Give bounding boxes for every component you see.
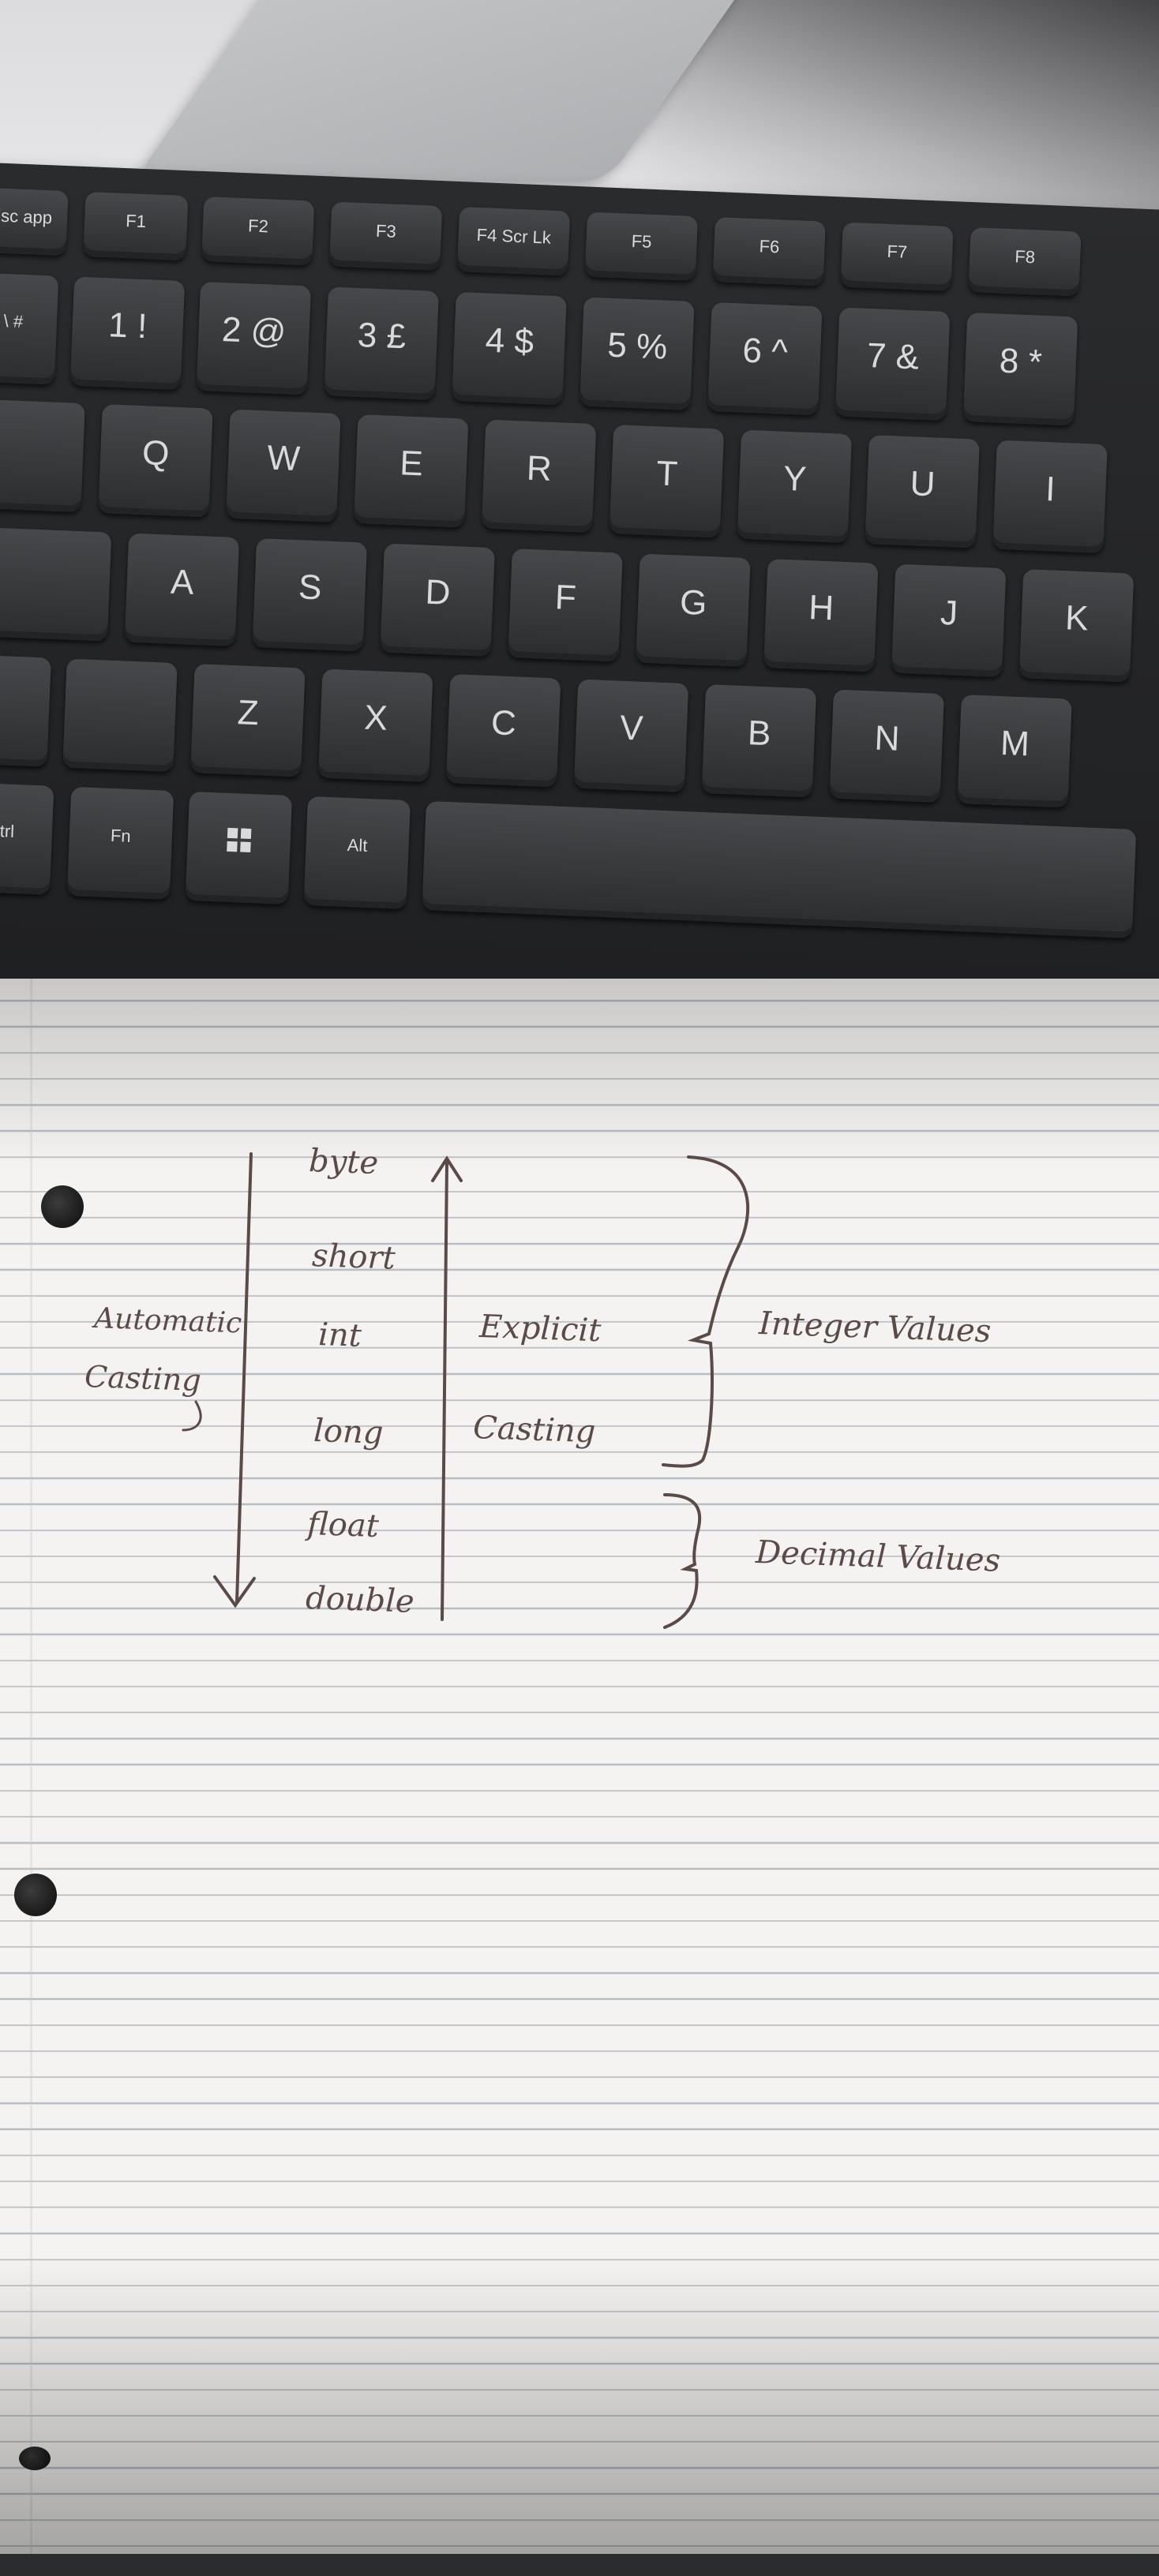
type-byte: byte <box>308 1143 379 1182</box>
punch-hole-middle <box>14 1874 57 1916</box>
down-arrowhead <box>213 1575 256 1608</box>
casting-label-middle: Casting <box>472 1410 597 1451</box>
up-arrow <box>441 1162 448 1621</box>
type-long: long <box>313 1413 384 1452</box>
type-int: int <box>317 1316 362 1354</box>
explicit-label: Explicit <box>478 1309 602 1350</box>
down-arrow <box>235 1152 253 1604</box>
punch-hole-bottom <box>19 2447 51 2470</box>
bottom-dark-edge <box>0 2554 1159 2576</box>
up-arrowhead <box>431 1155 463 1182</box>
paper-margin-line <box>30 979 32 2576</box>
type-short: short <box>311 1237 396 1277</box>
casting-hook <box>182 1400 202 1432</box>
automatic-label: Automatic <box>93 1302 242 1340</box>
type-double: double <box>305 1580 415 1620</box>
decimal-brace <box>663 1493 702 1629</box>
casting-label-left: Casting <box>84 1359 202 1398</box>
integer-brace <box>662 1155 750 1468</box>
lined-paper <box>0 979 1159 2576</box>
type-float: float <box>306 1506 380 1545</box>
punch-hole-top <box>41 1185 84 1228</box>
